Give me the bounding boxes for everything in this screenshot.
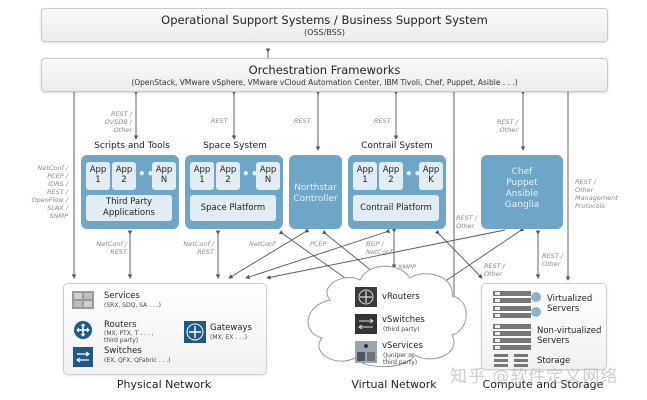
switches-detail: (EX, QFX, QFabric . . .) [104,357,171,364]
vrouters-label: vRouters [382,292,420,302]
orchestration-title: Orchestration Frameworks [248,63,401,77]
config-management-labels: Chef Puppet Ansible Ganglia : [504,167,540,220]
switches-label: Switches [104,346,142,356]
protocol-label-northstar-pcep: PCEP [310,240,327,248]
vswitch-icon [355,314,377,334]
physical-network-title: Physical Network [116,378,212,391]
storage-icon [494,354,528,367]
config-management-box[interactable]: Chef Puppet Ansible Ganglia : [481,155,563,229]
arrow-pcep-virtual [321,229,374,273]
vrouter-icon [355,287,377,307]
northstar-controller-box[interactable]: Northstar Controller [289,155,342,229]
server-rack-icon [493,324,531,350]
physical-network-panel: Services (SRX, SDQ, SA . . .) Routers (M… [63,283,267,375]
space-system-title: Space System [203,141,267,151]
protocol-label-left-side: NetConf / PCEP / IDRS / REST / OpenFlow … [31,164,68,220]
vservices-icon [355,341,377,363]
vswitches-detail: (third party) [383,326,420,333]
protocol-label-contrail-north: REST [374,117,391,125]
virtual-network-title: Virtual Network [351,378,437,391]
protocol-label-scripts-south: NetConf /REST [96,240,127,256]
storage-label: Storage [537,356,571,366]
services-detail: (SRX, SDQ, SA . . .) [104,302,162,309]
services-label: Services [104,291,140,301]
virtual-network-cloud [307,265,467,368]
compute-storage-title: Compute and Storage [482,378,604,391]
northstar-controller-label: Northstar Controller [293,183,338,204]
routers-label: Routers [104,320,137,330]
contrail-platform[interactable]: Contrail Platform [353,195,439,221]
vservices-label: vServices [382,341,423,351]
protocol-label-space-south: NetConf /REST [183,240,214,256]
protocol-label-northstar-netconf: NetConf [249,240,276,248]
oss-title: Operational Support Systems / Business S… [161,13,488,27]
protocol-label-contrail-xmpp: XMPP [398,263,416,271]
protocol-label-chef-compute: REST /Other [542,252,563,268]
switch-icon [73,347,93,367]
protocol-label-scripts-north: REST /OVSDB /Other [104,110,132,134]
routers-detail: (MX, PTX, T . . . ,third party) [104,330,154,344]
third-party-applications[interactable]: Third Party Applications [86,195,172,221]
protocol-label-space-north: REST [211,117,228,125]
arrow-chef-virtual [434,227,525,289]
protocol-label-contrail-bgp: BGP /NetConf [366,240,393,256]
space-platform[interactable]: Space Platform [190,195,276,221]
vswitches-label: vSwitches [382,315,425,325]
services-icon [72,291,94,309]
gateway-icon [184,321,206,343]
protocol-label-chef-north: REST /Other [497,118,518,134]
protocol-label-chef-virtual: REST /Other [484,262,505,278]
contrail-system-title: Contrail System [361,141,433,151]
oss-subtitle: (OSS/BSS) [304,28,345,37]
scripts-tools-title: Scripts and Tools [94,141,170,151]
protocol-label-right-side: REST / Other Management Protocols [575,178,618,210]
watermark: 知乎 @软件定义网络 [450,367,619,387]
protocol-label-northstar-north: REST [294,117,311,125]
protocol-label-orch-virtual: REST / Other [456,214,477,230]
orchestration-subtitle: (OpenStack, VMware vSphere, VMware vClou… [131,78,518,87]
gateways-label: Gateways [210,323,252,333]
orchestration-box: Orchestration Frameworks (OpenStack, VMw… [41,58,608,92]
router-icon [74,321,92,339]
virtualized-server-icon [493,291,541,318]
oss-bss-box: Operational Support Systems / Business S… [41,8,608,42]
gateways-detail: (MX, EX . . .) [210,334,248,341]
